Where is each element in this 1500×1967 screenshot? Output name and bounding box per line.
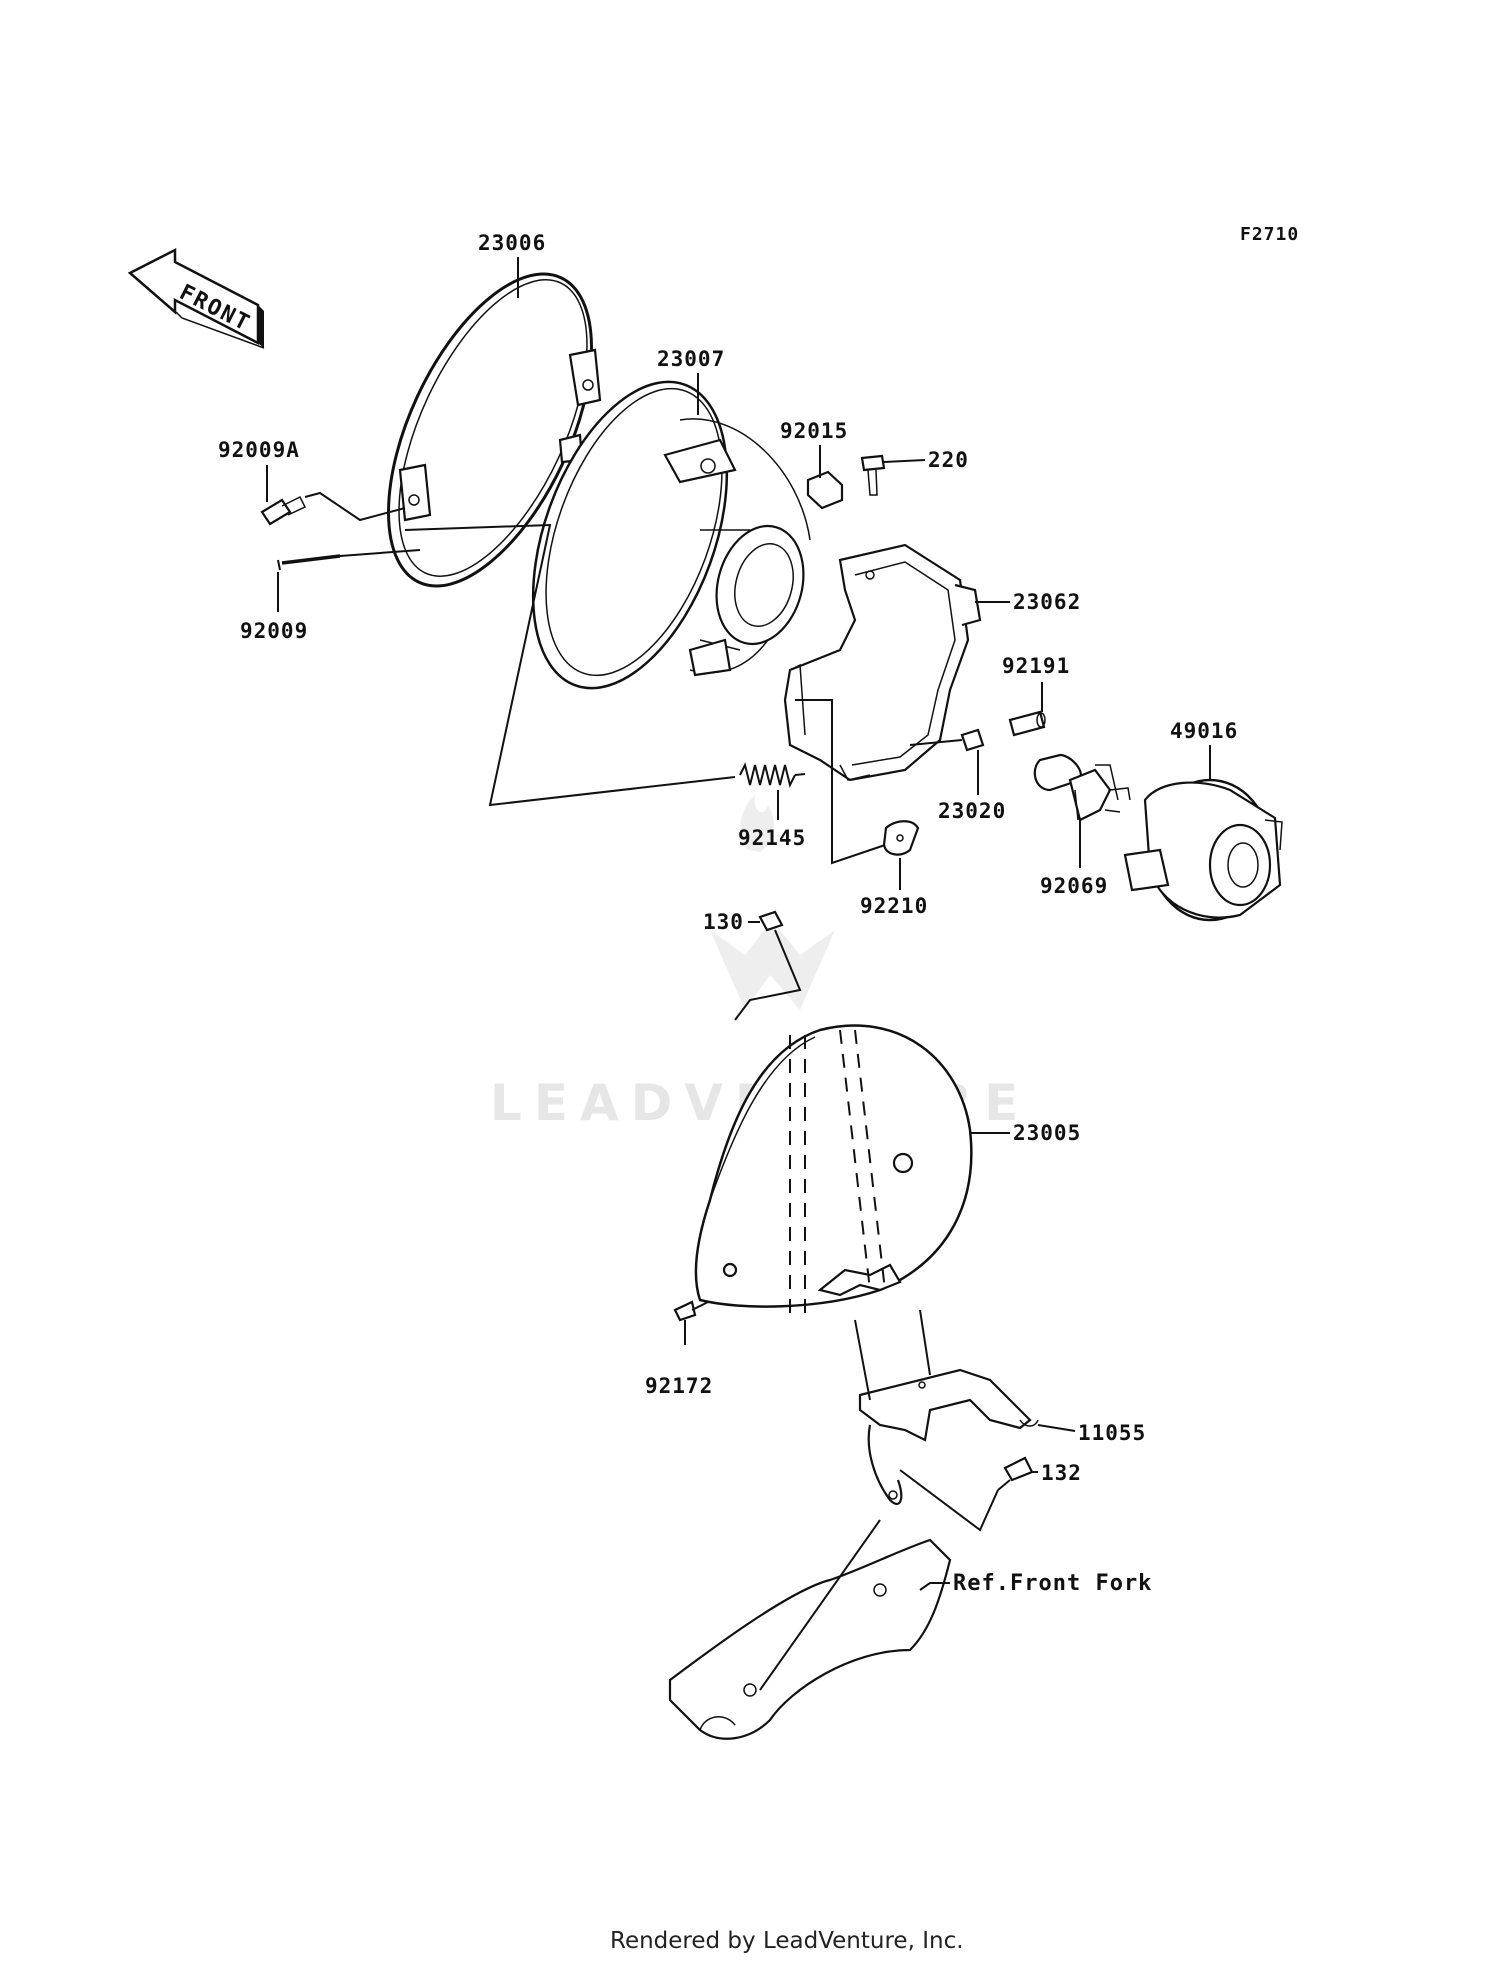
headlight-bulb — [1033, 753, 1131, 822]
leader-lines — [266, 257, 1211, 1691]
hardware-parts — [260, 454, 1046, 1491]
headlight-bracket — [783, 543, 982, 782]
headlight-stay — [858, 1368, 1039, 1505]
label-ref-front-fork: Ref.Front Fork — [953, 1571, 1152, 1596]
label-220: 220 — [928, 448, 969, 472]
label-49016: 49016 — [1170, 719, 1238, 743]
label-92145: 92145 — [738, 826, 806, 850]
diagram-code: F2710 — [1240, 224, 1299, 245]
part-labels: 23006 23007 92015 220 92009A 92009 23062… — [218, 231, 1238, 1596]
front-fork-bracket — [668, 1538, 952, 1740]
label-92172: 92172 — [645, 1374, 713, 1398]
headlight-rim — [387, 272, 602, 588]
label-11055: 11055 — [1078, 1421, 1146, 1445]
footer-credit: Rendered by LeadVenture, Inc. — [610, 1928, 964, 1954]
headlight-cover — [1123, 778, 1283, 922]
label-23062: 23062 — [1013, 590, 1081, 614]
label-23006: 23006 — [478, 231, 546, 255]
label-23007: 23007 — [657, 347, 725, 371]
label-92015: 92015 — [780, 419, 848, 443]
front-arrow-icon: FRONT — [127, 247, 265, 349]
label-130: 130 — [703, 910, 744, 934]
headlight-housing — [694, 1024, 973, 1320]
label-92009: 92009 — [240, 619, 308, 643]
headlight-unit — [531, 380, 811, 690]
label-132: 132 — [1041, 1461, 1082, 1485]
label-92210: 92210 — [860, 894, 928, 918]
label-23005: 23005 — [1013, 1121, 1081, 1145]
label-92009A: 92009A — [218, 438, 300, 462]
label-23020: 23020 — [938, 799, 1006, 823]
label-92069: 92069 — [1040, 874, 1108, 898]
label-92191: 92191 — [1002, 654, 1070, 678]
